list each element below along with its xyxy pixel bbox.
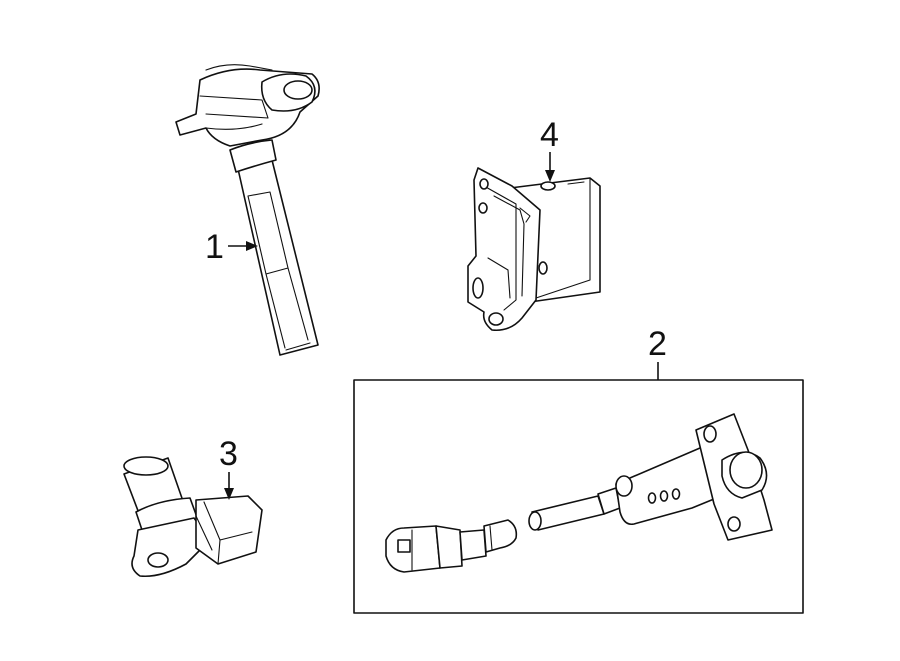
callout-3: 3 bbox=[219, 435, 238, 500]
callout-1: 1 bbox=[205, 228, 258, 266]
callout-4: 4 bbox=[540, 116, 559, 182]
callout-3-label: 3 bbox=[219, 435, 238, 473]
control-module-part bbox=[467, 167, 601, 332]
callout-4-arrowhead bbox=[545, 170, 555, 182]
callout-3-arrowhead bbox=[224, 488, 234, 500]
part-2-group-box bbox=[353, 379, 804, 614]
ignition-coil-part bbox=[175, 64, 320, 356]
sensor-assembly-part bbox=[385, 413, 773, 573]
position-sensor-part bbox=[123, 456, 263, 578]
callout-1-label: 1 bbox=[205, 228, 224, 266]
callout-4-label: 4 bbox=[540, 116, 559, 154]
callout-2-label: 2 bbox=[648, 325, 667, 363]
callout-2: 2 bbox=[648, 325, 667, 380]
callout-1-arrowhead bbox=[246, 241, 258, 251]
